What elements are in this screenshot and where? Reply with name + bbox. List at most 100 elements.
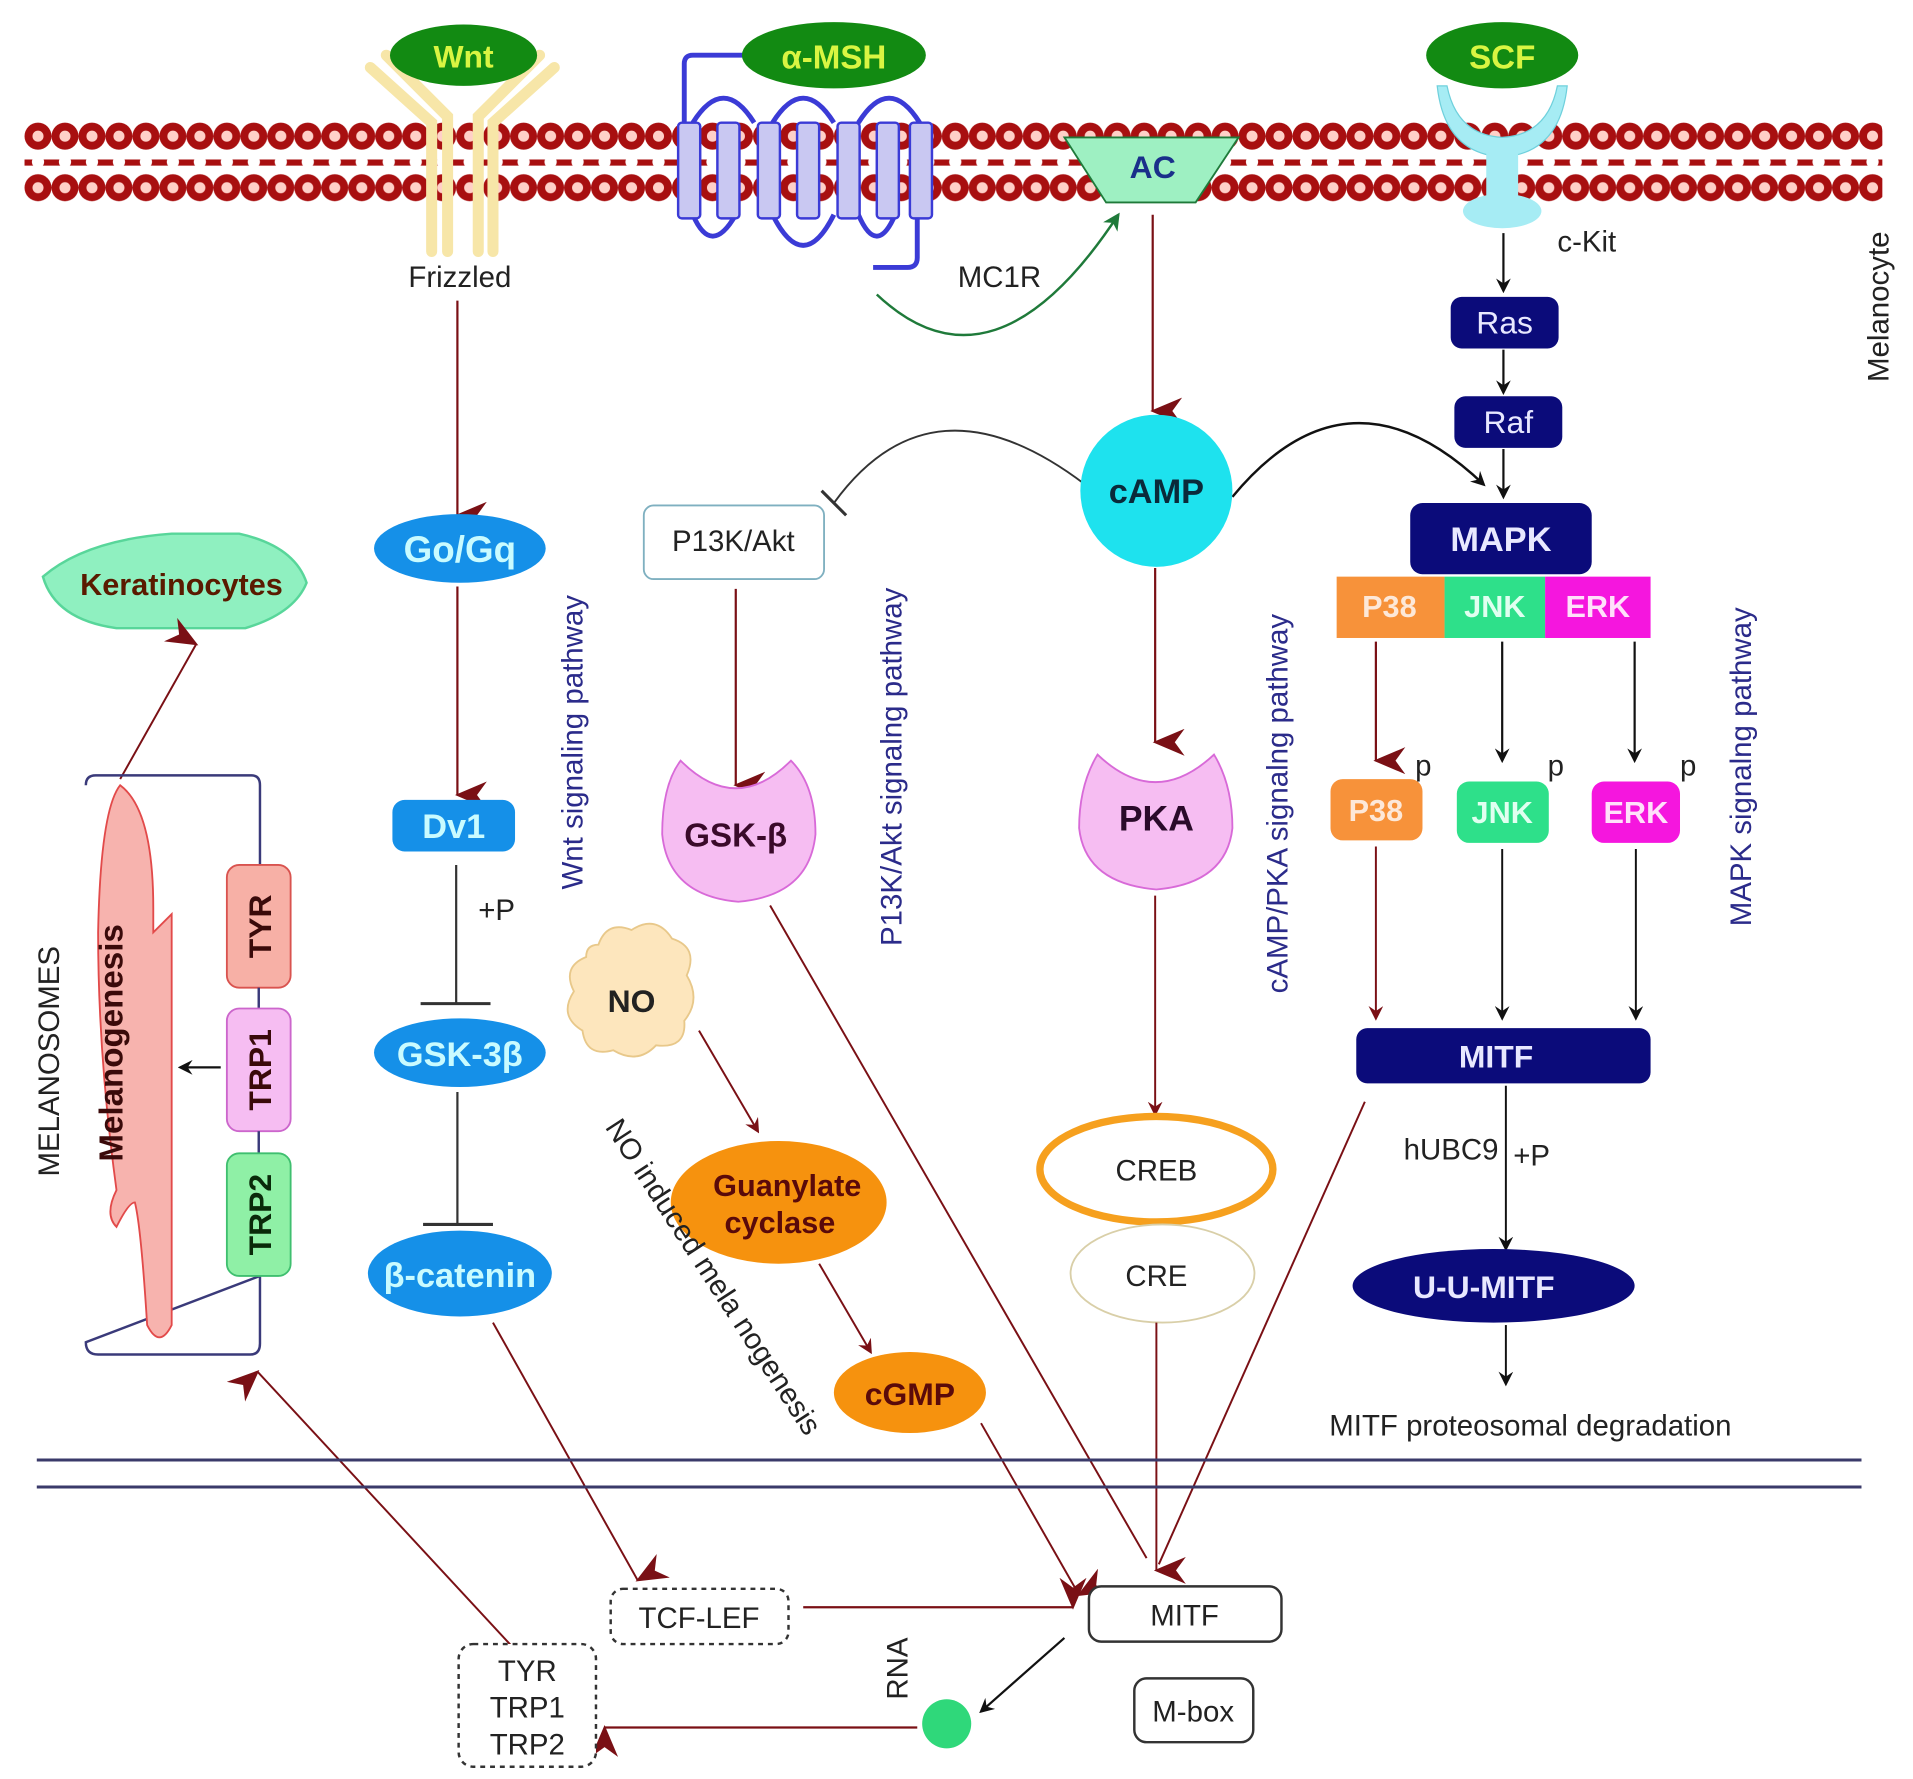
node-ras[interactable]: Ras <box>1450 296 1559 349</box>
gsk-3b-label: GSK-3β <box>397 1036 523 1074</box>
melanogenesis-label: Melanogenesis <box>94 924 131 1161</box>
gene-trp1-label: TRP1 <box>490 1692 565 1725</box>
camp-label: cAMP <box>1109 473 1204 511</box>
kinase-p38[interactable] <box>1336 576 1445 638</box>
node-target-genes[interactable]: TYR TRP1 TRP2 <box>457 1642 598 1768</box>
ligand-alpha-msh[interactable]: α-MSH <box>741 22 926 89</box>
mitf-label: MITF <box>1459 1038 1533 1074</box>
ras-label: Ras <box>1476 305 1533 341</box>
mc1r-label: MC1R <box>958 261 1041 294</box>
beta-catenin-label: β-catenin <box>384 1257 537 1295</box>
wnt-pathway-label: Wnt signaling pathway <box>556 595 589 890</box>
ac-label: AC <box>1130 149 1176 185</box>
node-no[interactable]: NO <box>566 922 695 1058</box>
node-gsk-beta[interactable]: GSK-β <box>661 759 817 903</box>
mc1r-receptor[interactable] <box>676 52 934 270</box>
ligand-wnt[interactable]: Wnt <box>389 24 538 86</box>
tyr-label: TYR <box>242 894 278 958</box>
go-gq-label: Go/Gq <box>404 529 516 570</box>
camp-inhibits-pi3k <box>833 429 1086 504</box>
gskb-to-mitf-line <box>769 904 1148 1559</box>
node-go-gq[interactable]: Go/Gq <box>374 514 546 583</box>
gene-trp2-label: TRP2 <box>490 1728 565 1761</box>
jnk-p-label: JNK <box>1472 796 1533 830</box>
phospho-label-wnt: +P <box>478 894 515 927</box>
node-cre[interactable]: CRE <box>1069 1223 1256 1324</box>
ligand-scf[interactable]: SCF <box>1426 22 1579 89</box>
kinase-jnk[interactable] <box>1444 576 1546 638</box>
hubc9-label: hUBC9 <box>1404 1133 1499 1166</box>
guanylate-label: Guanylate <box>713 1169 861 1203</box>
raf-label: Raf <box>1484 404 1534 440</box>
node-mitf-cytoplasm[interactable]: MITF <box>1356 1028 1651 1084</box>
melanogenesis-shape[interactable]: Melanogenesis <box>94 783 173 1339</box>
keratinocytes-label: Keratinocytes <box>80 568 283 602</box>
adenylyl-cyclase[interactable]: AC <box>1062 136 1241 204</box>
genes-to-melanosome-arrow <box>226 1370 522 1657</box>
u-u-mitf-label: U-U-MITF <box>1413 1269 1555 1305</box>
node-mapk[interactable]: MAPK <box>1410 503 1592 575</box>
melanosome-box <box>84 774 262 1356</box>
node-raf[interactable]: Raf <box>1454 396 1563 448</box>
erk-label: ERK <box>1565 590 1630 624</box>
frizzled-receptor[interactable] <box>364 49 560 258</box>
alpha-msh-label: α-MSH <box>781 40 886 77</box>
creb-label: CREB <box>1116 1154 1198 1187</box>
node-m-box[interactable]: M-box <box>1133 1677 1255 1744</box>
node-gsk-3b[interactable]: GSK-3β <box>374 1018 546 1088</box>
mapk-pathway-label: MAPK signalng pathway <box>1725 607 1758 926</box>
dv1-label: Dv1 <box>422 808 485 846</box>
node-beta-catenin[interactable]: β-catenin <box>367 1230 552 1317</box>
node-mitf-nucleus[interactable]: MITF <box>1087 1585 1283 1643</box>
node-creb[interactable]: CREB <box>1036 1112 1277 1226</box>
enzyme-trp2[interactable]: TRP2 <box>225 1152 292 1277</box>
gsk-beta-label: GSK-β <box>684 818 787 855</box>
node-u-u-mitf[interactable]: U-U-MITF <box>1352 1248 1635 1323</box>
no-label: NO <box>608 983 656 1019</box>
camp-to-mapk-arrow <box>1231 421 1486 498</box>
node-pi3k-akt[interactable]: P13K/Akt <box>642 504 825 581</box>
frizzled-label: Frizzled <box>408 261 511 294</box>
cyclase-label: cyclase <box>725 1206 836 1240</box>
cgmp-label: cGMP <box>865 1376 955 1412</box>
melanocyte-label: Melanocyte <box>1862 231 1895 382</box>
inhibit-bar <box>820 489 848 517</box>
phospho-p38[interactable]: P38 <box>1330 779 1423 841</box>
node-guanylate-cyclase[interactable]: Guanylate cyclase <box>670 1141 887 1264</box>
degradation-label: MITF proteosomal degradation <box>1329 1409 1731 1442</box>
pka-label: PKA <box>1119 799 1194 839</box>
enzyme-tyr[interactable]: TYR <box>225 864 292 989</box>
node-keratinocytes[interactable]: Keratinocytes <box>41 532 308 630</box>
melanosomes-label: MELANOSOMES <box>33 946 66 1177</box>
kinase-erk[interactable] <box>1545 576 1651 638</box>
node-camp[interactable]: cAMP <box>1080 414 1233 567</box>
nucleus-mitf-label: MITF <box>1150 1600 1219 1633</box>
nuclear-membrane <box>36 1458 1862 1489</box>
jnk-label: JNK <box>1464 590 1525 624</box>
rna-dot[interactable] <box>922 1699 972 1749</box>
melanosome-to-keratinocytes-arrow <box>119 617 199 780</box>
phospho-jnk[interactable]: JNK <box>1456 781 1549 843</box>
phospho-erk[interactable]: ERK <box>1591 781 1681 843</box>
c-kit-receptor[interactable] <box>1436 85 1568 229</box>
trp2-label: TRP2 <box>242 1174 278 1256</box>
rna-label: RNA <box>881 1637 914 1700</box>
cell-membrane <box>24 116 1883 215</box>
no-to-guanylate-arrow <box>698 1030 760 1134</box>
node-cgmp[interactable]: cGMP <box>833 1352 986 1434</box>
kinase-bar: P38 JNK ERK <box>1336 576 1651 638</box>
catenin-to-tcf-arrow <box>492 1322 670 1582</box>
scf-label: SCF <box>1469 40 1535 77</box>
node-pka[interactable]: PKA <box>1078 753 1234 891</box>
mc1r-to-ac-arrow <box>875 212 1120 337</box>
trp1-label: TRP1 <box>242 1029 278 1111</box>
node-dv1[interactable]: Dv1 <box>392 799 516 852</box>
phospho-mark: p <box>1415 749 1431 782</box>
phospho-label-mapk: +P <box>1513 1140 1550 1173</box>
phospho-mark: p <box>1680 749 1696 782</box>
p38-p-label: P38 <box>1349 794 1404 828</box>
cre-label: CRE <box>1125 1260 1187 1293</box>
m-box-label: M-box <box>1152 1695 1234 1728</box>
node-tcf-lef[interactable]: TCF-LEF <box>609 1587 790 1646</box>
enzyme-trp1[interactable]: TRP1 <box>225 1007 292 1133</box>
